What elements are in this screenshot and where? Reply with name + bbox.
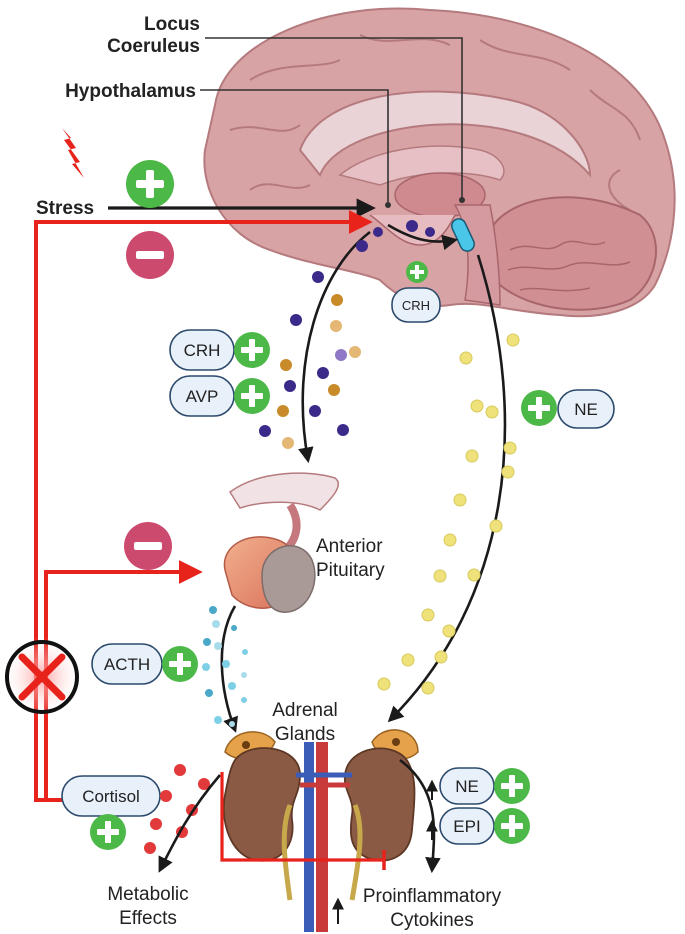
proinflammatory-label: Proinflammatory — [363, 886, 502, 907]
stress-label: Stress — [36, 198, 94, 219]
metabolic-label: Metabolic — [107, 884, 188, 905]
adrenal-kidney-illustration — [222, 729, 419, 932]
cortisol-plus-icon — [90, 814, 126, 850]
locus-to-adrenal-arrow — [387, 254, 507, 723]
avp-plus-icon — [234, 378, 270, 414]
pituitary-label: Pituitary — [316, 560, 385, 581]
ne-pill-right-text: NE — [574, 400, 598, 419]
crh-avp-molecules — [259, 220, 435, 449]
hypothalamus-to-locus-arrow — [387, 223, 459, 251]
hypothalamus-label: Hypothalamus — [65, 81, 196, 102]
stress-plus-icon — [126, 160, 174, 208]
adrenal-to-cytokines-arrow — [399, 758, 441, 874]
adrenal-to-metabolic-arrow — [158, 774, 221, 873]
crh-pill-text: CRH — [184, 341, 221, 360]
ne-pill-bottom-text: NE — [455, 777, 479, 796]
ne-pill-right — [557, 389, 615, 429]
ne-plus-icon-right — [521, 390, 557, 426]
cortisol-inhibition-line — [220, 772, 384, 862]
effects-label: Effects — [119, 908, 177, 929]
crh-plus-icon-small — [406, 261, 428, 283]
crh-plus-icon — [234, 332, 270, 368]
glands-label: Glands — [275, 724, 335, 745]
feedback-minus-icon-pituitary — [124, 522, 172, 570]
cortisol-feedback-loop — [34, 210, 373, 802]
crh-pill-small-text: CRH — [402, 298, 430, 313]
acth-pill-text: ACTH — [104, 655, 150, 674]
hypothalamus-leader-line — [200, 89, 389, 205]
pituitary-illustration — [223, 472, 340, 613]
anterior-label: Anterior — [316, 536, 383, 557]
ne-molecules — [377, 333, 520, 695]
hypothalamus-to-pituitary-arrow — [298, 230, 371, 464]
crh-pill-small — [391, 287, 441, 323]
cortisol-pill-text: Cortisol — [82, 787, 140, 806]
brain-illustration — [203, 7, 676, 318]
coeruleus-label: Coeruleus — [107, 36, 200, 57]
ne-plus-icon-bottom — [494, 768, 530, 804]
epi-plus-icon — [494, 808, 530, 844]
locus-label: Locus — [144, 14, 200, 35]
cytokines-label: Cytokines — [390, 910, 473, 931]
locus-leader-line — [205, 37, 463, 200]
avp-pill-text: AVP — [186, 387, 219, 406]
epi-pill-text: EPI — [453, 817, 480, 836]
feedback-minus-icon-top — [126, 231, 174, 279]
pituitary-to-adrenal-arrow — [220, 605, 238, 733]
cortisol-molecules — [144, 764, 210, 854]
lightning-icon — [62, 128, 84, 178]
acth-plus-icon — [162, 646, 198, 682]
acth-molecules — [202, 606, 248, 727]
blocked-feedback-icon — [2, 637, 82, 717]
adrenal-label: Adrenal — [272, 700, 338, 721]
